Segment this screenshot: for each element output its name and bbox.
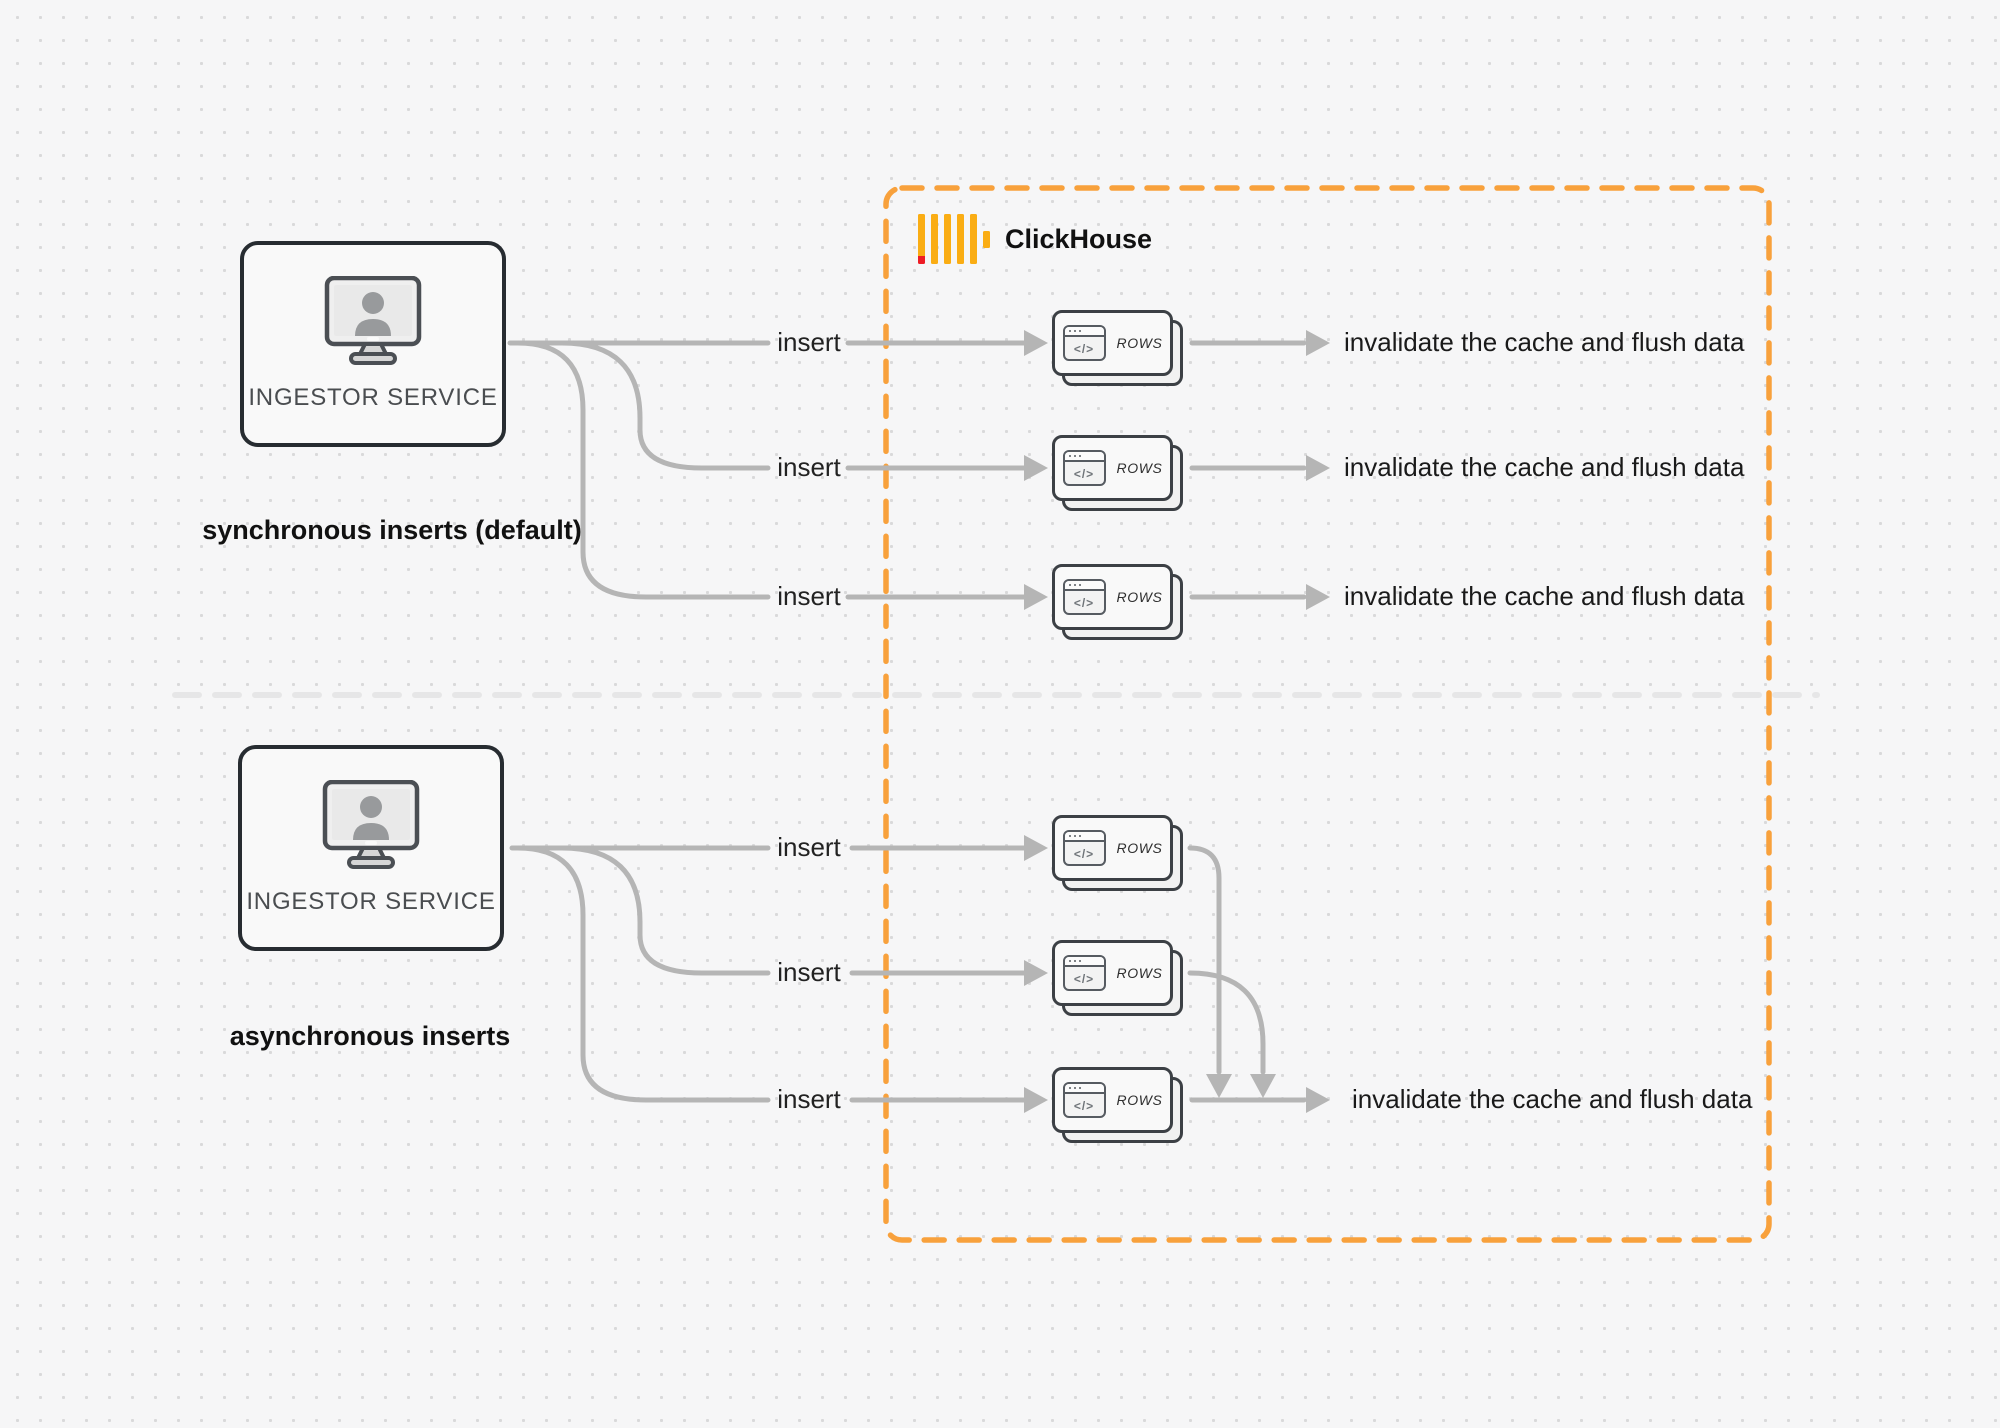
window-code-icon: </> xyxy=(1062,1082,1106,1118)
async-row2-branch xyxy=(559,845,771,976)
service-name-label: INGESTOR SERVICE xyxy=(248,384,498,411)
invalidate-label: invalidate the cache and flush data xyxy=(1344,327,1745,357)
sync-row3-branch xyxy=(515,340,771,600)
invalidate-label: invalidate the cache and flush data xyxy=(1344,581,1745,611)
clickhouse-name: ClickHouse xyxy=(1005,223,1153,254)
async-buffer1-drop-line xyxy=(1187,845,1222,1075)
arrowhead-sync-row3-out xyxy=(1306,584,1330,610)
clickhouse-logo: ClickHouse xyxy=(918,214,1152,264)
arrowhead-sync-row1-in xyxy=(1024,330,1048,356)
rows-buffer-card: </> ROWS xyxy=(1052,1067,1184,1145)
sync-section-caption: synchronous inserts (default) xyxy=(202,515,582,545)
insert-label: insert xyxy=(777,581,841,611)
window-code-icon: </> xyxy=(1062,955,1106,991)
arrowhead-sync-row1-out xyxy=(1306,330,1330,356)
service-name-label: INGESTOR SERVICE xyxy=(246,888,496,915)
clickhouse-boundary-box xyxy=(883,185,1772,1243)
monitor-user-icon xyxy=(324,276,422,365)
window-code-icon: </> xyxy=(1062,579,1106,615)
arrowhead-async-row1-in xyxy=(1024,835,1048,861)
rows-label: ROWS xyxy=(1116,589,1163,605)
rows-buffer-card: </> ROWS xyxy=(1052,435,1184,513)
arrowheads xyxy=(1024,330,1330,1113)
async-section-caption: asynchronous inserts xyxy=(229,1021,511,1051)
arrowhead-async-row3-in xyxy=(1024,1087,1048,1113)
rows-buffer-card: </> ROWS xyxy=(1052,815,1184,893)
rows-label: ROWS xyxy=(1116,840,1163,856)
rows-buffer-card: </> ROWS xyxy=(1052,564,1184,642)
rows-buffer-card: </> ROWS xyxy=(1052,310,1184,388)
clickhouse-bars-icon xyxy=(918,214,990,264)
window-code-icon: </> xyxy=(1062,325,1106,361)
arrowhead-async-drop1 xyxy=(1206,1074,1232,1098)
arrowhead-sync-row2-out xyxy=(1306,455,1330,481)
arrowhead-async-row2-in xyxy=(1024,960,1048,986)
insert-label: insert xyxy=(777,957,841,987)
rows-label: ROWS xyxy=(1116,965,1163,981)
ingestor-service-node-sync: INGESTOR SERVICE xyxy=(240,241,506,447)
ingestor-service-node-async: INGESTOR SERVICE xyxy=(238,745,504,951)
gray-connector-lines xyxy=(507,340,1307,1103)
async-row3-branch xyxy=(515,845,771,1103)
insert-label: insert xyxy=(777,1084,841,1114)
arrowhead-async-drop2 xyxy=(1250,1074,1276,1098)
rows-label: ROWS xyxy=(1116,460,1163,476)
sync-row2-branch xyxy=(559,340,771,471)
rows-label: ROWS xyxy=(1116,1092,1163,1108)
invalidate-label: invalidate the cache and flush data xyxy=(1344,452,1745,482)
insert-label: insert xyxy=(777,327,841,357)
arrowhead-async-flush-out xyxy=(1306,1087,1330,1113)
arrowhead-sync-row2-in xyxy=(1024,455,1048,481)
invalidate-label: invalidate the cache and flush data xyxy=(1352,1084,1753,1114)
insert-label: insert xyxy=(777,452,841,482)
rows-buffer-card: </> ROWS xyxy=(1052,940,1184,1018)
arrowhead-sync-row3-in xyxy=(1024,584,1048,610)
async-buffer2-drop-line xyxy=(1187,970,1266,1075)
window-code-icon: </> xyxy=(1062,830,1106,866)
window-code-icon: </> xyxy=(1062,450,1106,486)
monitor-user-icon xyxy=(322,780,420,869)
insert-label: insert xyxy=(777,832,841,862)
rows-label: ROWS xyxy=(1116,335,1163,351)
